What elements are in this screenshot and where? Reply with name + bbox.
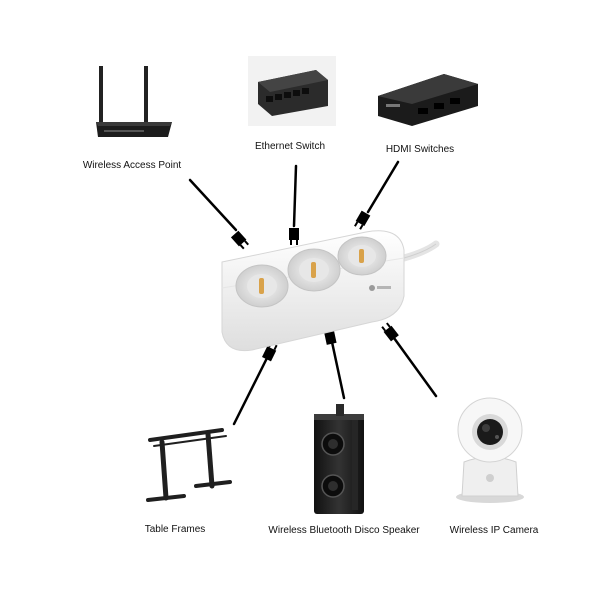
line-table-frames — [232, 354, 270, 426]
network-switch-icon — [248, 56, 336, 126]
connection-lines — [188, 160, 438, 426]
brand-mark-icon — [369, 285, 391, 291]
hdmi-switch-icon — [378, 74, 478, 126]
line-hdmi-switches — [366, 160, 400, 214]
label-bluetooth-speaker: Wireless Bluetooth Disco Speaker — [268, 525, 420, 536]
line-speaker — [330, 340, 346, 400]
plug-icon — [230, 210, 399, 362]
line-ethernet-switch — [292, 164, 298, 228]
label-hdmi-switches: HDMI Switches — [385, 144, 455, 155]
speaker-icon — [314, 404, 364, 514]
power-strip-icon — [221, 230, 440, 352]
security-camera-icon — [456, 397, 524, 503]
router-icon — [96, 66, 172, 137]
label-ethernet-switch: Ethernet Switch — [254, 141, 326, 152]
label-table-frames: Table Frames — [144, 524, 206, 535]
label-wireless-access-point: Wireless Access Point — [82, 160, 182, 171]
label-ip-camera: Wireless IP Camera — [449, 525, 539, 536]
line-ip-camera — [392, 336, 438, 398]
line-access-point — [188, 178, 238, 232]
desk-frame-icon — [146, 428, 232, 502]
